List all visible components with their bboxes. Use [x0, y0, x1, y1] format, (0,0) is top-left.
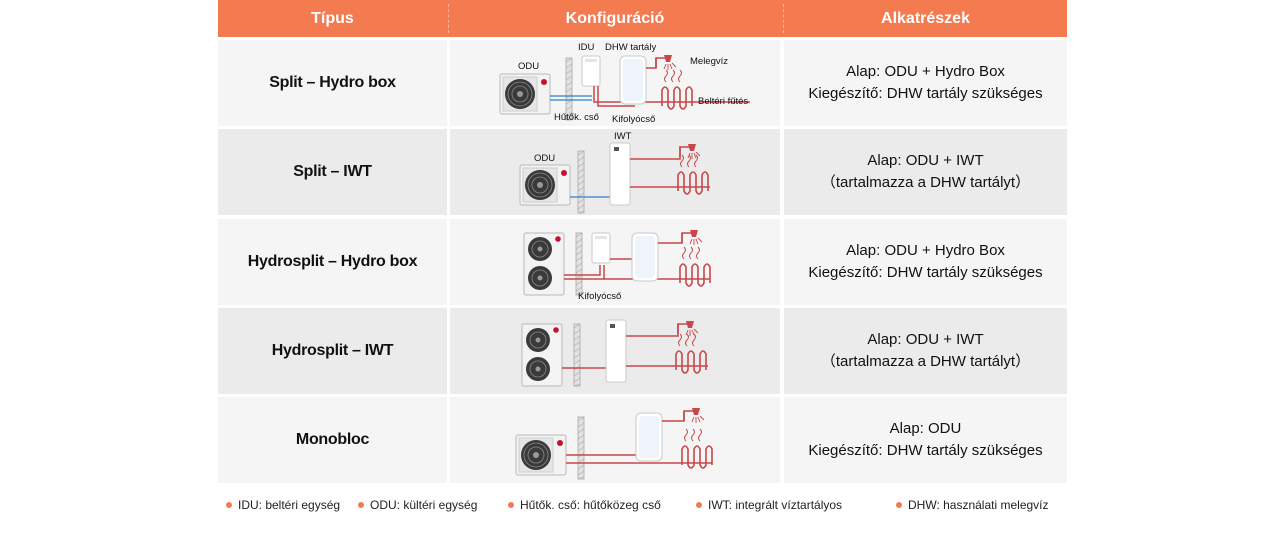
bullet-icon [896, 501, 902, 508]
table-row: Split – IWT ODU IWT Alap: ODU + IWT （tar… [218, 129, 1067, 215]
table-row: Monobloc Alap: ODU Kiegészítő: DHW tartá… [218, 397, 1067, 483]
components-base: Alap: ODU [889, 420, 962, 437]
components-extra: Kiegészítő: DHW tartály szükséges [808, 85, 1043, 102]
label-indoor-heating: Beltéri fűtés [698, 96, 748, 107]
table-row: Hydrosplit – IWT Alap: ODU + IWT （tartal… [218, 308, 1067, 394]
bullet-icon [508, 501, 514, 508]
hydro-box-icon [591, 232, 611, 264]
heating-coil-icon [681, 428, 713, 469]
configuration-diagram: ODU IWT [450, 129, 780, 215]
label-odu: ODU [518, 61, 539, 72]
wall-icon [577, 416, 585, 480]
legend-item: Hűtők. cső: hűtőközeg cső [508, 498, 661, 512]
legend-text: IWT: integrált víztartályos [708, 498, 843, 512]
table-row: Split – Hydro box ODU IDU DHW tartály Me… [218, 40, 1067, 126]
table-header: Típus Konfiguráció Alkatrészek [218, 0, 1067, 37]
wall-icon [573, 323, 581, 387]
split-hydrobox-diagram: ODU IDU DHW tartály Melegvíz Beltéri fűt… [499, 42, 750, 125]
header-type: Típus [311, 10, 354, 27]
header-divider [783, 4, 784, 33]
hydro-box-icon [581, 55, 601, 87]
dhw-tank-icon [635, 412, 663, 462]
heating-coil-icon [675, 333, 707, 374]
iwt-unit-icon [605, 319, 627, 383]
legend-item: IDU: beltéri egység [226, 498, 340, 512]
legend-text: ODU: kültéri egység [370, 498, 478, 512]
outdoor-unit-icon [523, 232, 565, 296]
label-outlet-pipe: Kifolyócső [612, 114, 655, 125]
legend-item: IWT: integrált víztartályos [696, 498, 842, 512]
outdoor-unit-icon [521, 323, 563, 387]
components-extra: Kiegészítő: DHW tartály szükséges [808, 264, 1043, 281]
row-type: Hydrosplit – Hydro box [218, 219, 447, 305]
components-extra: （tartalmazza a DHW tartályt） [820, 353, 1031, 370]
heating-coil-icon [661, 69, 693, 110]
legend-text: Hűtők. cső: hűtőközeg cső [520, 498, 661, 512]
row-type: Monobloc [218, 397, 447, 483]
wall-icon [577, 150, 585, 214]
shower-icon [681, 229, 703, 246]
iwt-unit-icon [609, 142, 631, 206]
shower-icon [677, 320, 699, 337]
configuration-diagram: ODU IDU DHW tartály Melegvíz Beltéri fűt… [450, 40, 780, 126]
components-base: Alap: ODU + Hydro Box [846, 63, 1005, 80]
hydrosplit-hydrobox-diagram: Kifolyócső [523, 229, 711, 302]
label-idu: IDU [578, 42, 595, 53]
header-configuration: Konfiguráció [565, 10, 665, 27]
label-refrigerant-pipe: Hűtők. cső [554, 112, 599, 123]
components-cell: Alap: ODU Kiegészítő: DHW tartály szüksé… [784, 397, 1067, 483]
split-iwt-diagram: ODU IWT [519, 131, 710, 214]
row-type: Split – IWT [218, 129, 447, 215]
shower-icon [655, 54, 677, 71]
label-hot-water: Melegvíz [690, 56, 728, 67]
label-odu: ODU [534, 153, 555, 164]
table-row: Hydrosplit – Hydro box Kifolyócső Alap: … [218, 219, 1067, 305]
row-type: Hydrosplit – IWT [218, 308, 447, 394]
header-components: Alkatrészek [881, 10, 970, 27]
configuration-diagram [450, 308, 780, 394]
components-base: Alap: ODU + IWT [867, 152, 984, 169]
outdoor-unit-icon [519, 164, 571, 206]
components-extra: （tartalmazza a DHW tartályt） [820, 174, 1031, 191]
components-cell: Alap: ODU + IWT （tartalmazza a DHW tartá… [784, 129, 1067, 215]
components-cell: Alap: ODU + IWT （tartalmazza a DHW tartá… [784, 308, 1067, 394]
shower-icon [683, 407, 705, 424]
components-cell: Alap: ODU + Hydro Box Kiegészítő: DHW ta… [784, 219, 1067, 305]
outdoor-unit-icon [499, 73, 551, 115]
bullet-icon [358, 501, 364, 508]
components-cell: Alap: ODU + Hydro Box Kiegészítő: DHW ta… [784, 40, 1067, 126]
wall-icon [565, 57, 573, 121]
outdoor-unit-icon [515, 434, 567, 476]
heating-coil-icon [679, 246, 711, 287]
heating-coil-icon [677, 154, 709, 195]
legend-item: ODU: kültéri egység [358, 498, 477, 512]
components-extra: Kiegészítő: DHW tartály szükséges [808, 442, 1043, 459]
legend-text: DHW: használati melegvíz [908, 498, 1049, 512]
label-iwt: IWT [614, 131, 632, 142]
configuration-diagram [450, 397, 780, 483]
dhw-tank-icon [619, 55, 647, 105]
dhw-tank-icon [631, 232, 659, 282]
legend-item: DHW: használati melegvíz [896, 498, 1049, 512]
hydrosplit-iwt-diagram [521, 319, 708, 387]
wall-icon [575, 232, 583, 296]
monobloc-diagram [515, 407, 713, 480]
components-base: Alap: ODU + IWT [867, 331, 984, 348]
label-dhw: DHW tartály [605, 42, 656, 53]
label-outlet-pipe: Kifolyócső [578, 291, 621, 302]
row-type: Split – Hydro box [218, 40, 447, 126]
bullet-icon [226, 501, 232, 508]
components-base: Alap: ODU + Hydro Box [846, 242, 1005, 259]
header-divider [448, 4, 449, 33]
bullet-icon [696, 501, 702, 508]
configuration-diagram: Kifolyócső [450, 219, 780, 305]
legend-text: IDU: beltéri egység [238, 498, 341, 512]
